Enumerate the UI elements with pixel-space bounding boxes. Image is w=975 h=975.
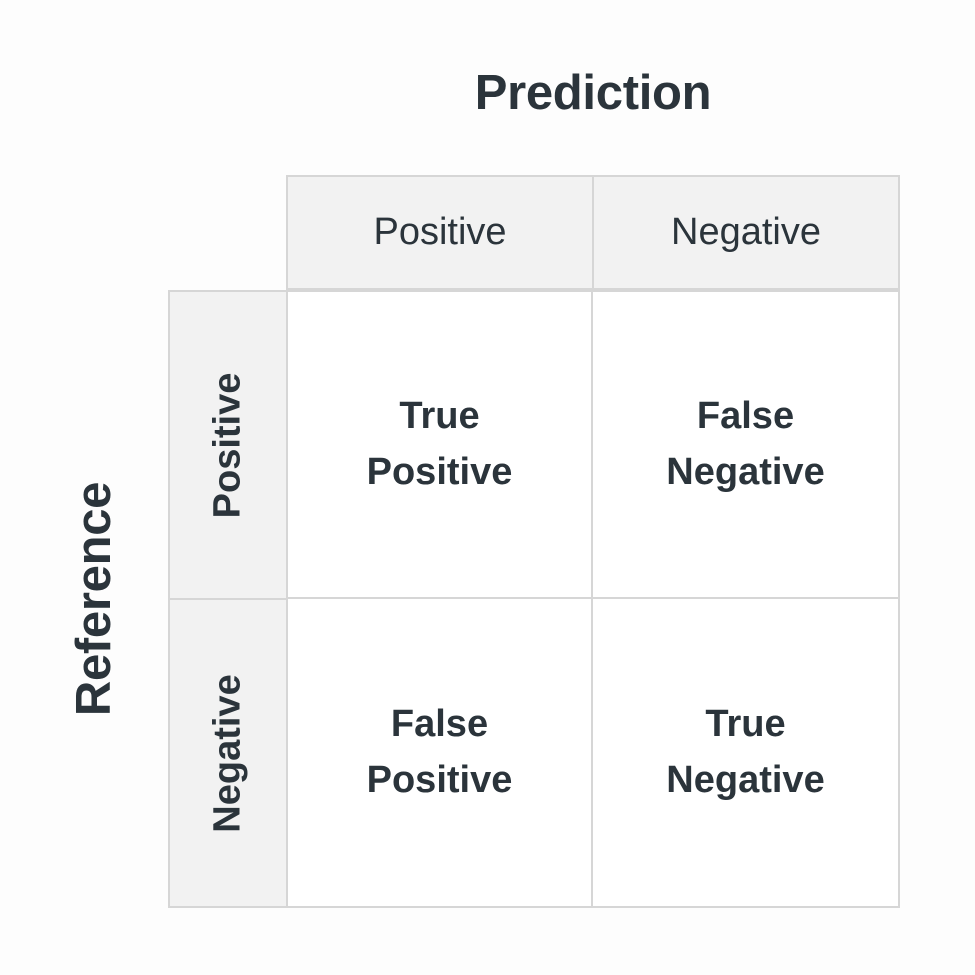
cell-false-negative: False Negative xyxy=(591,290,900,599)
cell-true-negative: True Negative xyxy=(591,597,900,908)
cell-false-positive-label: False Positive xyxy=(366,703,513,801)
cell-true-negative-label: True Negative xyxy=(666,703,825,801)
cell-false-negative-label: False Negative xyxy=(666,395,825,493)
row-header-positive-label: Positive xyxy=(206,372,249,518)
reference-axis-title-text: Reference xyxy=(67,481,122,717)
row-header-column: Positive Negative xyxy=(168,290,288,908)
prediction-axis-title: Prediction xyxy=(474,66,712,120)
row-header-negative: Negative xyxy=(168,598,288,908)
column-header-positive: Positive xyxy=(286,175,594,290)
cell-false-positive: False Positive xyxy=(286,597,593,908)
column-header-negative: Negative xyxy=(592,175,900,290)
cell-true-positive: True Positive xyxy=(286,290,593,599)
column-header-row: Positive Negative xyxy=(286,175,900,290)
row-header-negative-label: Negative xyxy=(206,673,249,833)
cell-true-positive-label: True Positive xyxy=(366,395,513,493)
row-header-positive: Positive xyxy=(168,290,288,600)
reference-axis-title: Reference xyxy=(44,290,144,908)
matrix-body: True Positive False Negative False Posit… xyxy=(286,290,900,908)
